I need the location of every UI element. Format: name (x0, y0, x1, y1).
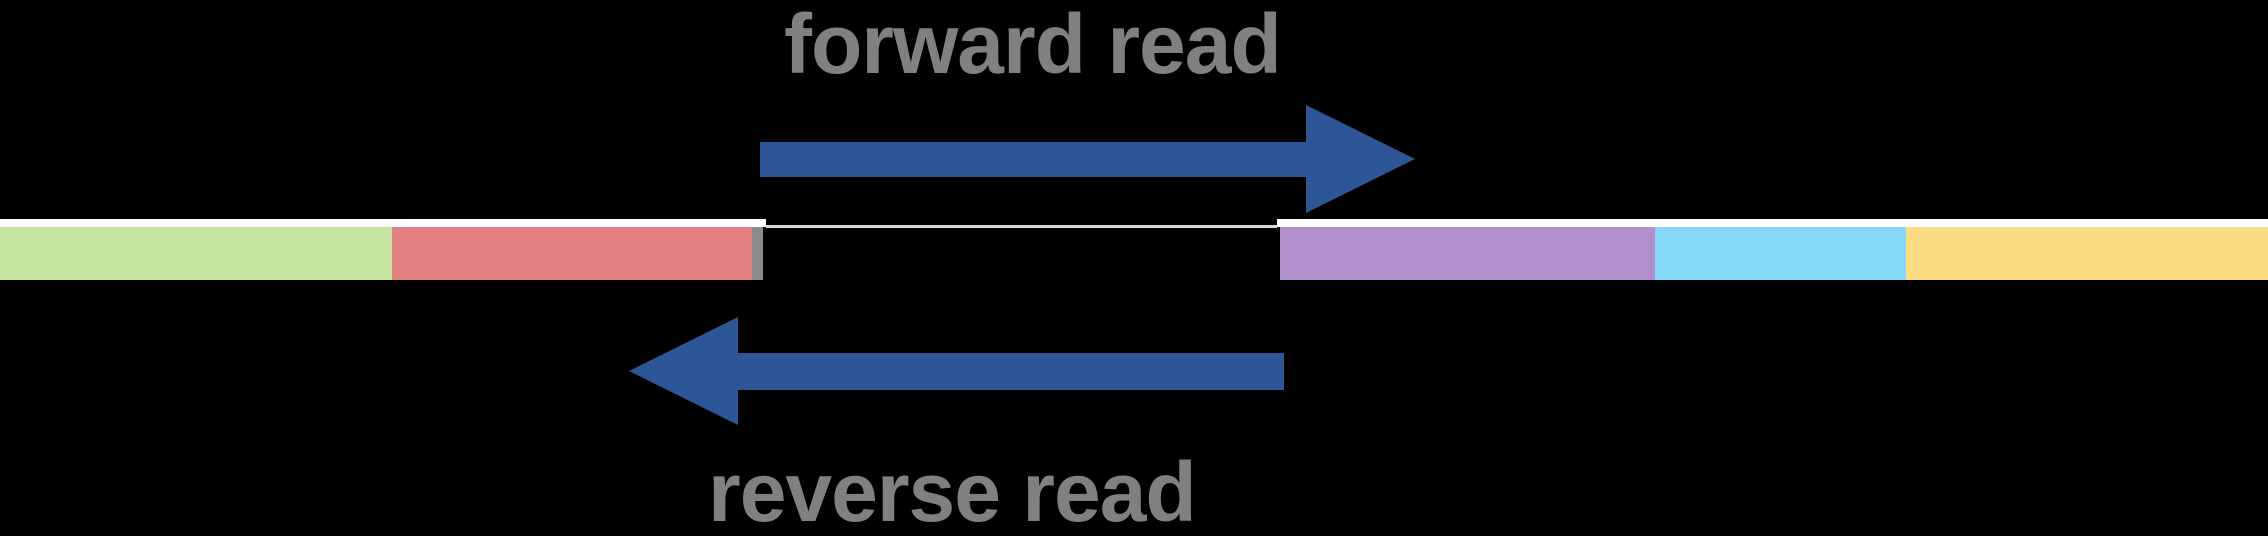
forward-arrow-shape (760, 105, 1415, 213)
reverse-read-label: reverse read (708, 445, 1197, 536)
forward-read-arrow (760, 105, 1415, 213)
reverse-arrow-shape (629, 317, 1284, 425)
reverse-read-arrow (629, 317, 1284, 425)
segment-green (0, 227, 392, 280)
forward-read-label: forward read (784, 0, 1282, 91)
segment-divider (752, 227, 763, 280)
bar-top-rule-left (0, 219, 766, 227)
bar-top-rule-right (1277, 219, 2268, 227)
reference-sequence-bar (0, 219, 2268, 280)
segment-yellow (1906, 227, 2268, 280)
segment-red (392, 227, 752, 280)
bar-thin-rule-gap (766, 225, 1277, 228)
segment-cyan (1655, 227, 1906, 280)
segment-purple (1280, 227, 1655, 280)
